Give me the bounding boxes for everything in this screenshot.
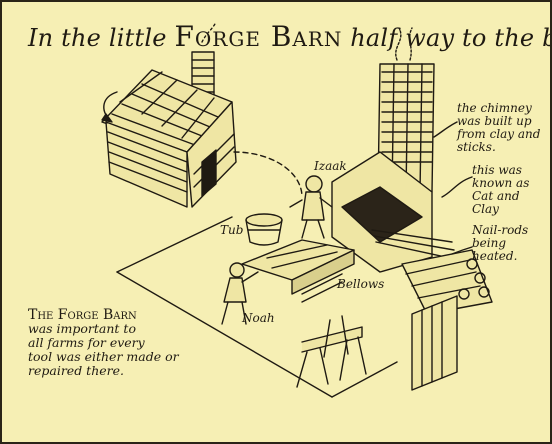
title-caps: Forge Barn [174,20,343,53]
bellows-label: Bellows [337,277,385,291]
tools-drawing [296,315,367,388]
page-title: In the little Forge Barn half way to the… [28,20,550,53]
cat-and-clay-line: this was [472,163,522,177]
note-line: tool was either made or [28,349,179,364]
cat-and-clay-line: Cat and Clay [472,189,520,216]
chimney-label: the chimney was built up from clay and s… [457,102,540,154]
izaak-figure [289,175,333,239]
note-line: repaired there. [28,363,124,378]
forge-barn-note: The Forge Barn was important to all farm… [28,308,179,378]
title-prefix: In the little [28,24,167,52]
title-suffix: half way to the bridge, [350,24,550,52]
chimney-drawing [331,27,435,273]
cat-and-clay-label: this was known as Cat and Clay [472,164,550,216]
note-line: all farms for every [28,335,145,350]
note-caps: The Forge Barn [28,307,137,323]
tub-drawing [245,213,283,246]
nail-rods-line: being [472,236,507,250]
firewood-drawing [401,249,493,315]
chimney-label-line: from clay and [457,127,541,141]
small-barn-drawing [101,51,237,208]
nail-rods-drawing [371,229,455,259]
chimney-label-line: sticks. [457,140,496,154]
nail-rods-label: Nail-rods being heated. [472,224,528,263]
noah-label: Noah [242,311,275,325]
note-line: was important to [28,321,136,336]
door-drawing [411,295,458,391]
nail-rods-line: Nail-rods [472,223,529,237]
tub-label: Tub [220,223,244,237]
izaak-label: Izaak [314,159,347,173]
nail-rods-line: heated. [472,249,518,263]
chimney-label-line: was built up [457,114,532,128]
chimney-label-line: the chimney [457,101,532,115]
cat-and-clay-line: known as [472,176,530,190]
noah-figure [221,262,259,325]
bellows-drawing [241,239,355,303]
